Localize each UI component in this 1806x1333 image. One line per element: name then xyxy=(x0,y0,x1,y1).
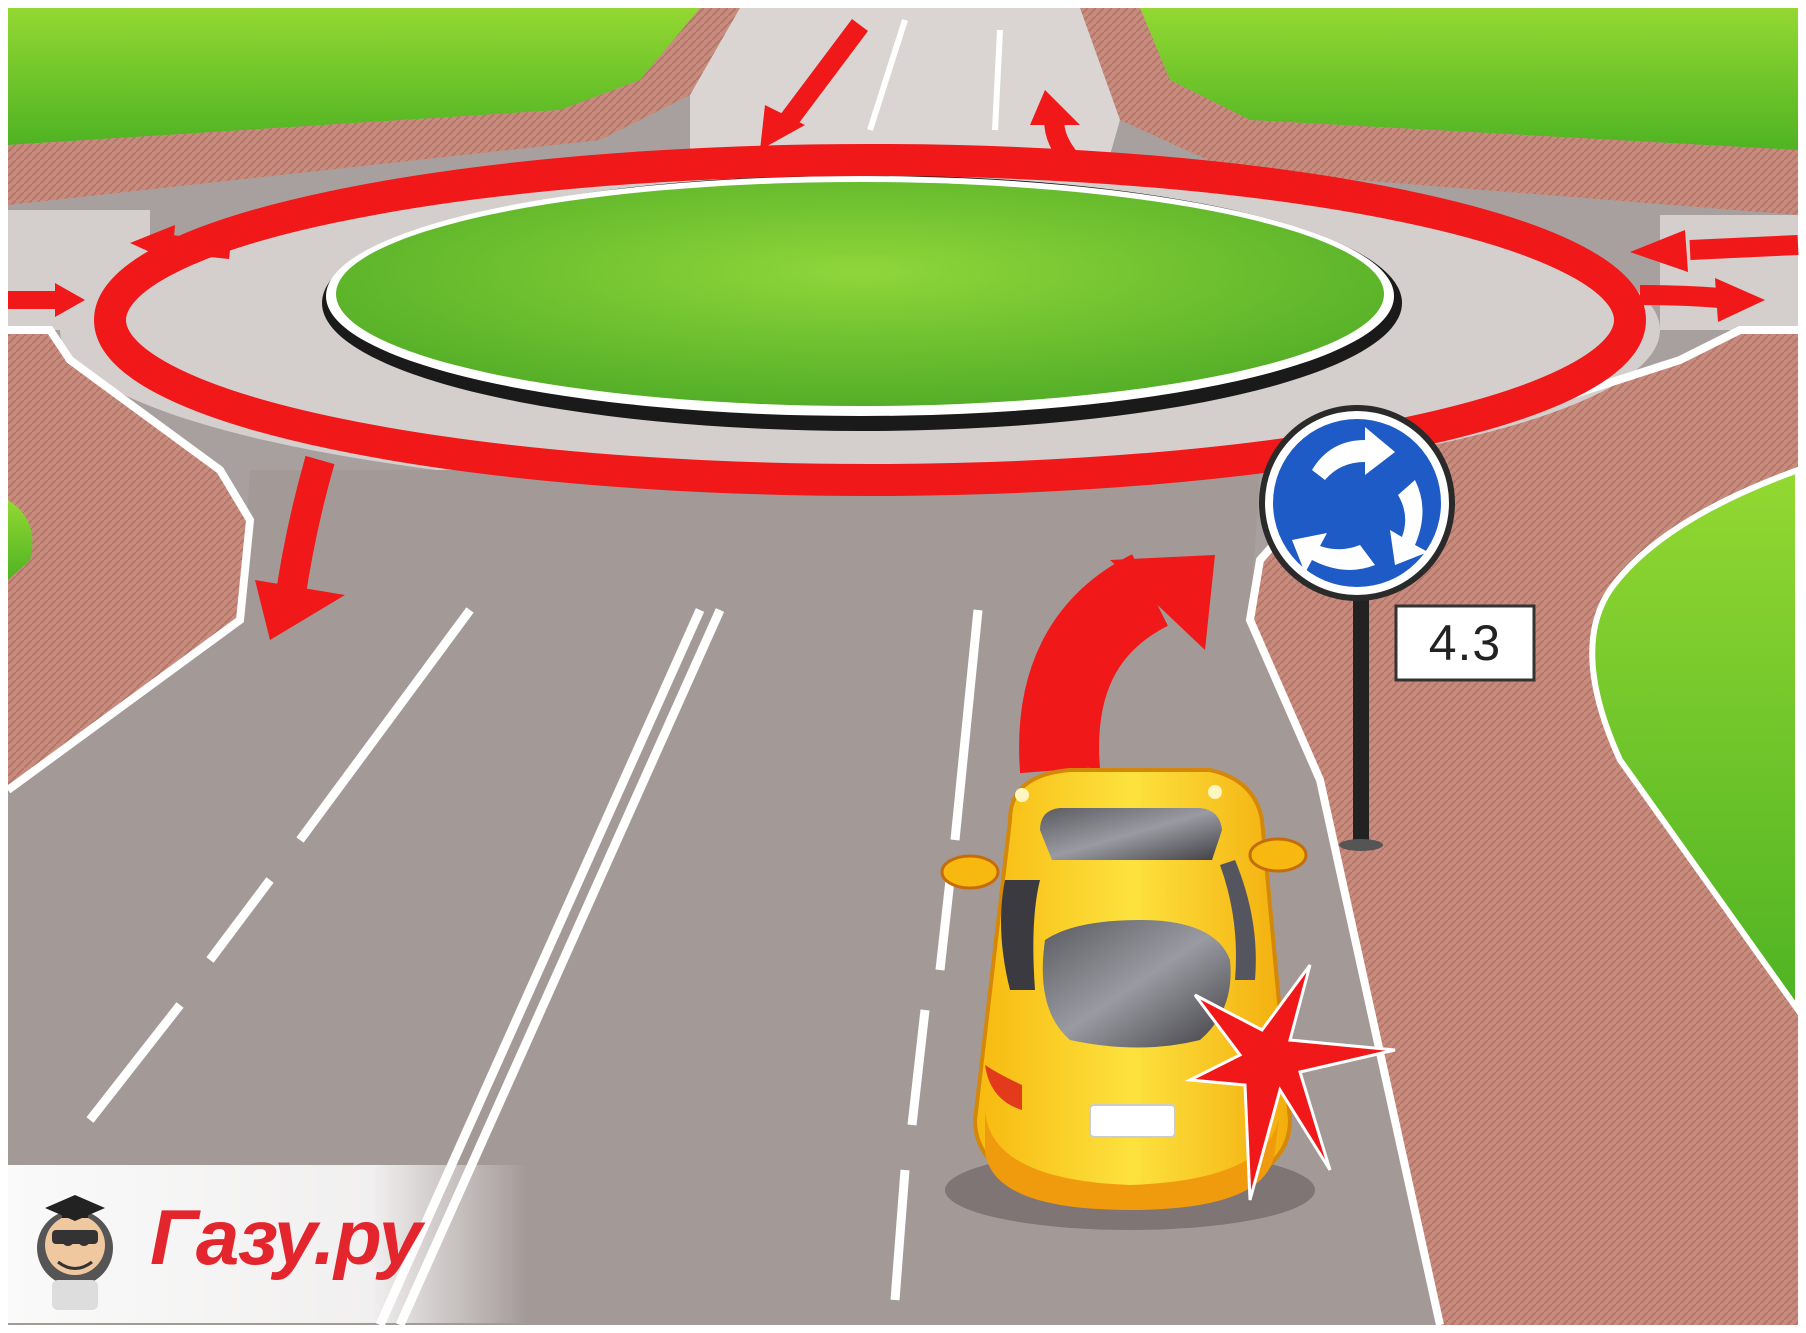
sign-pole xyxy=(1353,600,1369,845)
sign-pole-base xyxy=(1339,839,1383,851)
roundabout-sign xyxy=(1259,405,1455,601)
sign-plate-number: 4.3 xyxy=(1398,608,1532,678)
logo-text[interactable]: Газу.ру xyxy=(150,1192,421,1283)
central-island-grass xyxy=(336,182,1384,406)
